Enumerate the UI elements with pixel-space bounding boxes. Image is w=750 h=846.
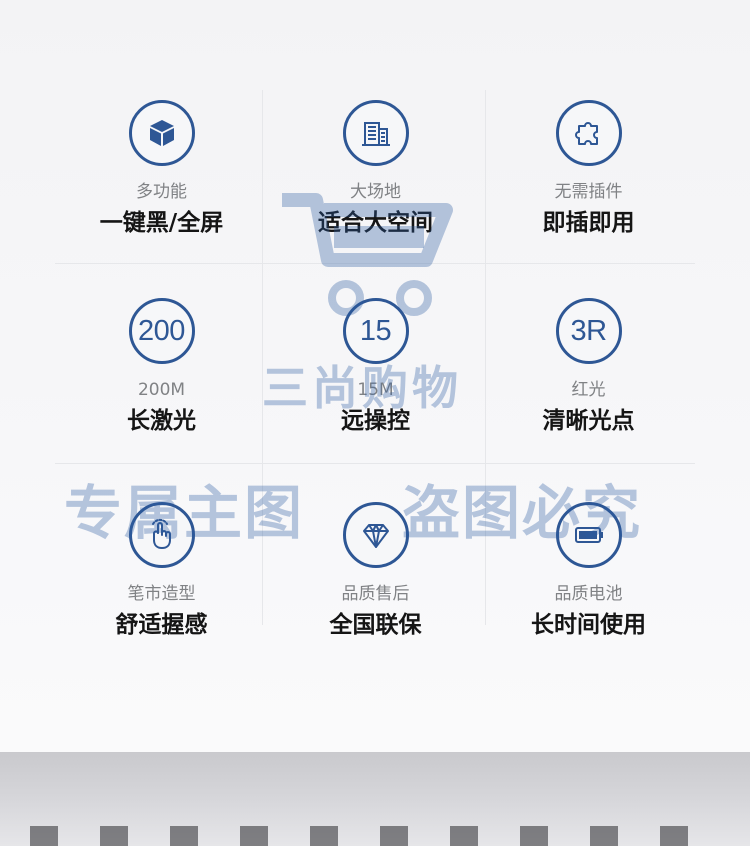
feature-title: 适合大空间 <box>318 210 433 236</box>
feature-subtitle: 笔市造型 <box>127 584 196 604</box>
feature-multifunction: 多功能 一键黑/全屏 <box>55 100 268 300</box>
red-light-badge: 3R <box>555 298 622 364</box>
feature-after-sales: 品质售后 全国联保 <box>269 502 482 702</box>
cube-icon <box>128 100 195 166</box>
feature-subtitle: 200M <box>137 380 186 400</box>
grid-divider <box>55 263 695 264</box>
feature-title: 舒适握感 <box>115 612 208 638</box>
feature-grid: 多功能 一键黑/全屏 大场地 适合大空间 无需插件 即插即用 200 200M … <box>55 70 695 660</box>
range-badge-text: 200 <box>138 314 185 347</box>
touch-hand-icon <box>128 502 195 568</box>
feature-large-venue: 大场地 适合大空间 <box>269 100 482 300</box>
feature-pen-design: 笔市造型 舒适握感 <box>55 502 268 702</box>
feature-title: 清晰光点 <box>542 408 635 434</box>
feature-subtitle: 红光 <box>571 380 606 400</box>
feature-panel: 多功能 一键黑/全屏 大场地 适合大空间 无需插件 即插即用 200 200M … <box>0 0 750 752</box>
range-badge: 200 <box>128 298 195 364</box>
diamond-icon <box>342 502 409 568</box>
feature-subtitle: 15M <box>357 380 394 400</box>
cropped-text-strip <box>30 826 720 846</box>
grid-divider <box>262 90 263 625</box>
feature-title: 一键黑/全屏 <box>99 210 224 236</box>
feature-title: 全国联保 <box>329 612 422 638</box>
battery-icon <box>555 502 622 568</box>
puzzle-icon <box>555 100 622 166</box>
feature-plug-and-play: 无需插件 即插即用 <box>482 100 695 300</box>
shopping-cart-watermark-icon <box>282 193 453 316</box>
feature-title: 即插即用 <box>542 210 635 236</box>
feature-red-light: 3R 红光 清晰光点 <box>482 298 695 498</box>
feature-subtitle: 品质电池 <box>554 584 623 604</box>
feature-subtitle: 多功能 <box>136 182 187 202</box>
distance-badge-text: 15 <box>359 314 392 347</box>
grid-divider <box>55 463 695 464</box>
building-icon <box>342 100 409 166</box>
feature-subtitle: 大场地 <box>350 182 401 202</box>
feature-battery: 品质电池 长时间使用 <box>482 502 695 702</box>
feature-title: 长激光 <box>127 408 196 434</box>
grid-divider <box>485 90 486 625</box>
red-light-badge-text: 3R <box>570 314 607 347</box>
feature-title: 长时间使用 <box>531 612 646 638</box>
feature-laser-range: 200 200M 长激光 <box>55 298 268 498</box>
feature-remote-control: 15 15M 远操控 <box>269 298 482 498</box>
feature-title: 远操控 <box>341 408 410 434</box>
distance-badge: 15 <box>342 298 409 364</box>
feature-subtitle: 品质售后 <box>341 584 410 604</box>
feature-subtitle: 无需插件 <box>554 182 623 202</box>
